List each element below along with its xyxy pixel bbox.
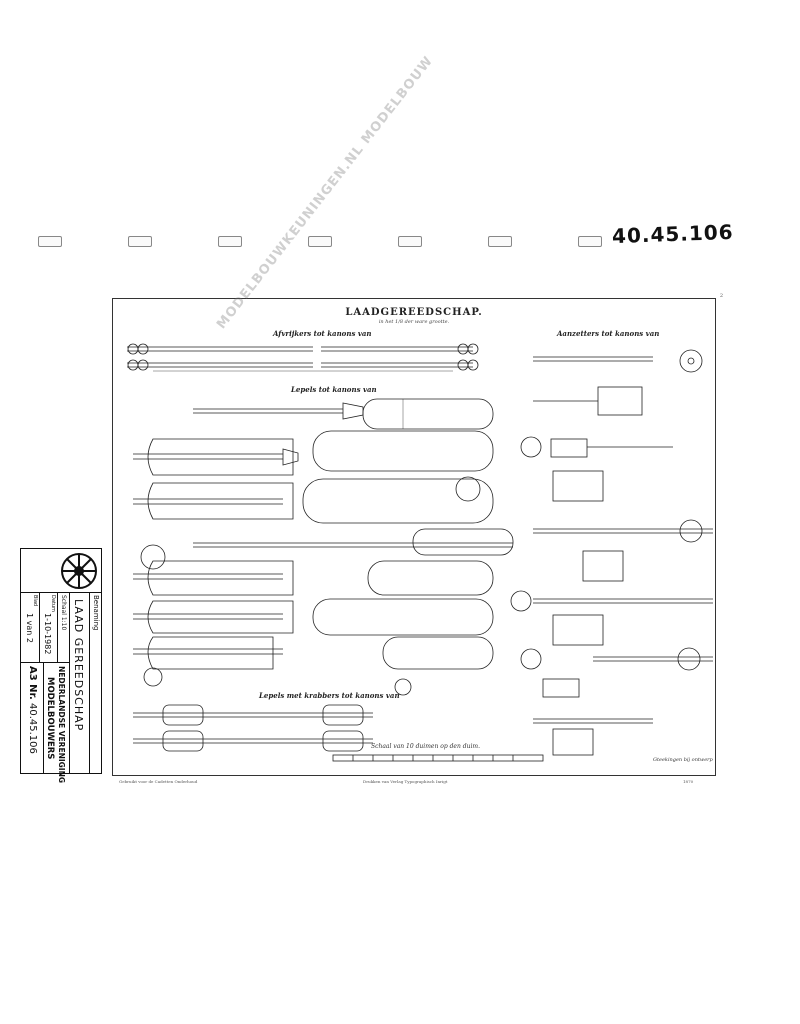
- sheet-corner-mark: 2: [719, 293, 723, 299]
- sheet-cell: Blad 1 van 2: [21, 593, 39, 663]
- section-label-aanzetters: Aanzetters tot kanons van: [557, 329, 660, 338]
- punch-hole: [488, 236, 512, 247]
- signature-note: Gteekingen bij ontwerp: [653, 757, 713, 763]
- organization-cell: NEDERLANDSE VERENIGING MODELBOUWERS: [43, 663, 69, 783]
- punch-hole: [578, 236, 602, 247]
- wheel-logo-icon: [61, 553, 97, 589]
- section-label-lepels: Lepels tot kanons van: [291, 385, 377, 394]
- ladle-drawing: [133, 398, 514, 696]
- footer-right-text: 1870: [683, 779, 694, 784]
- handwritten-drawing-number: 40.45.106: [611, 219, 734, 249]
- sheet-title: LAADGEREEDSCHAP.: [345, 307, 483, 318]
- stamp-header-label: Benaming: [92, 595, 100, 631]
- stamp-scale: Schaal 1:10: [60, 595, 67, 631]
- punch-hole: [218, 236, 242, 247]
- title-cell: LAAD GEREEDSCHAP: [69, 593, 89, 773]
- drawing-number-cell: A3 Nr. 40.45.106: [21, 663, 43, 773]
- technical-drawing: [127, 343, 713, 762]
- header-cell: Benaming: [89, 593, 101, 773]
- stamp-org-line1: NEDERLANDSE VERENIGING: [57, 666, 66, 784]
- scale-caption: Schaal van 10 duimen op den duim.: [371, 743, 480, 750]
- logo-cell: [21, 549, 101, 593]
- stamp-number-label: A3 Nr.: [27, 666, 38, 700]
- stamp-date-value: 1-10-1982: [43, 613, 52, 655]
- footer-left-text: Gebruikt voor de Cadetten Onderhoud: [119, 779, 198, 784]
- footer-center-text: Drukken van Verlag Typographisch Inrigt: [363, 779, 448, 784]
- drawing-sheet: 2 LAADGEREEDSCHAP. in het 1/8 der ware g…: [112, 293, 723, 784]
- punch-hole: [308, 236, 332, 247]
- punch-hole: [128, 236, 152, 247]
- rammer-drawing: [127, 343, 479, 372]
- sponge-rammer-drawing: [510, 349, 713, 756]
- date-cell: Datum 1-10-1982: [39, 593, 57, 663]
- binder-punch-strip: [28, 232, 798, 250]
- stamp-org-line2: MODELBOUWERS: [45, 677, 55, 760]
- scale-cell: Schaal 1:10: [57, 593, 69, 663]
- stamp-sheet-value: 1 van 2: [25, 613, 34, 643]
- stamp-number-value: 40.45.106: [27, 703, 38, 754]
- punch-hole: [38, 236, 62, 247]
- punch-hole: [398, 236, 422, 247]
- stamp-title: LAAD GEREEDSCHAP: [72, 599, 85, 732]
- section-label-afvrijkers: Afvrijkers tot kanons van: [273, 329, 372, 338]
- watermark-text: MODELBOUWKEUNINGEN.NL MODELBOUW: [214, 53, 437, 333]
- scraper-ladle-drawing: [133, 704, 373, 752]
- sheet-subtitle: in het 1/8 der ware grootte.: [378, 319, 450, 325]
- scale-bar: [332, 754, 544, 762]
- title-block-content: Benaming LAAD GEREEDSCHAP Schaal 1:10 NE…: [21, 549, 101, 783]
- stamp-date-label: Datum: [50, 595, 56, 612]
- stamp-sheet-label: Blad: [32, 595, 38, 607]
- title-block-stamp: Benaming LAAD GEREEDSCHAP Schaal 1:10 NE…: [20, 548, 102, 783]
- section-label-lepels-met-krabbers: Lepels met krabbers tot kanons van: [259, 691, 400, 700]
